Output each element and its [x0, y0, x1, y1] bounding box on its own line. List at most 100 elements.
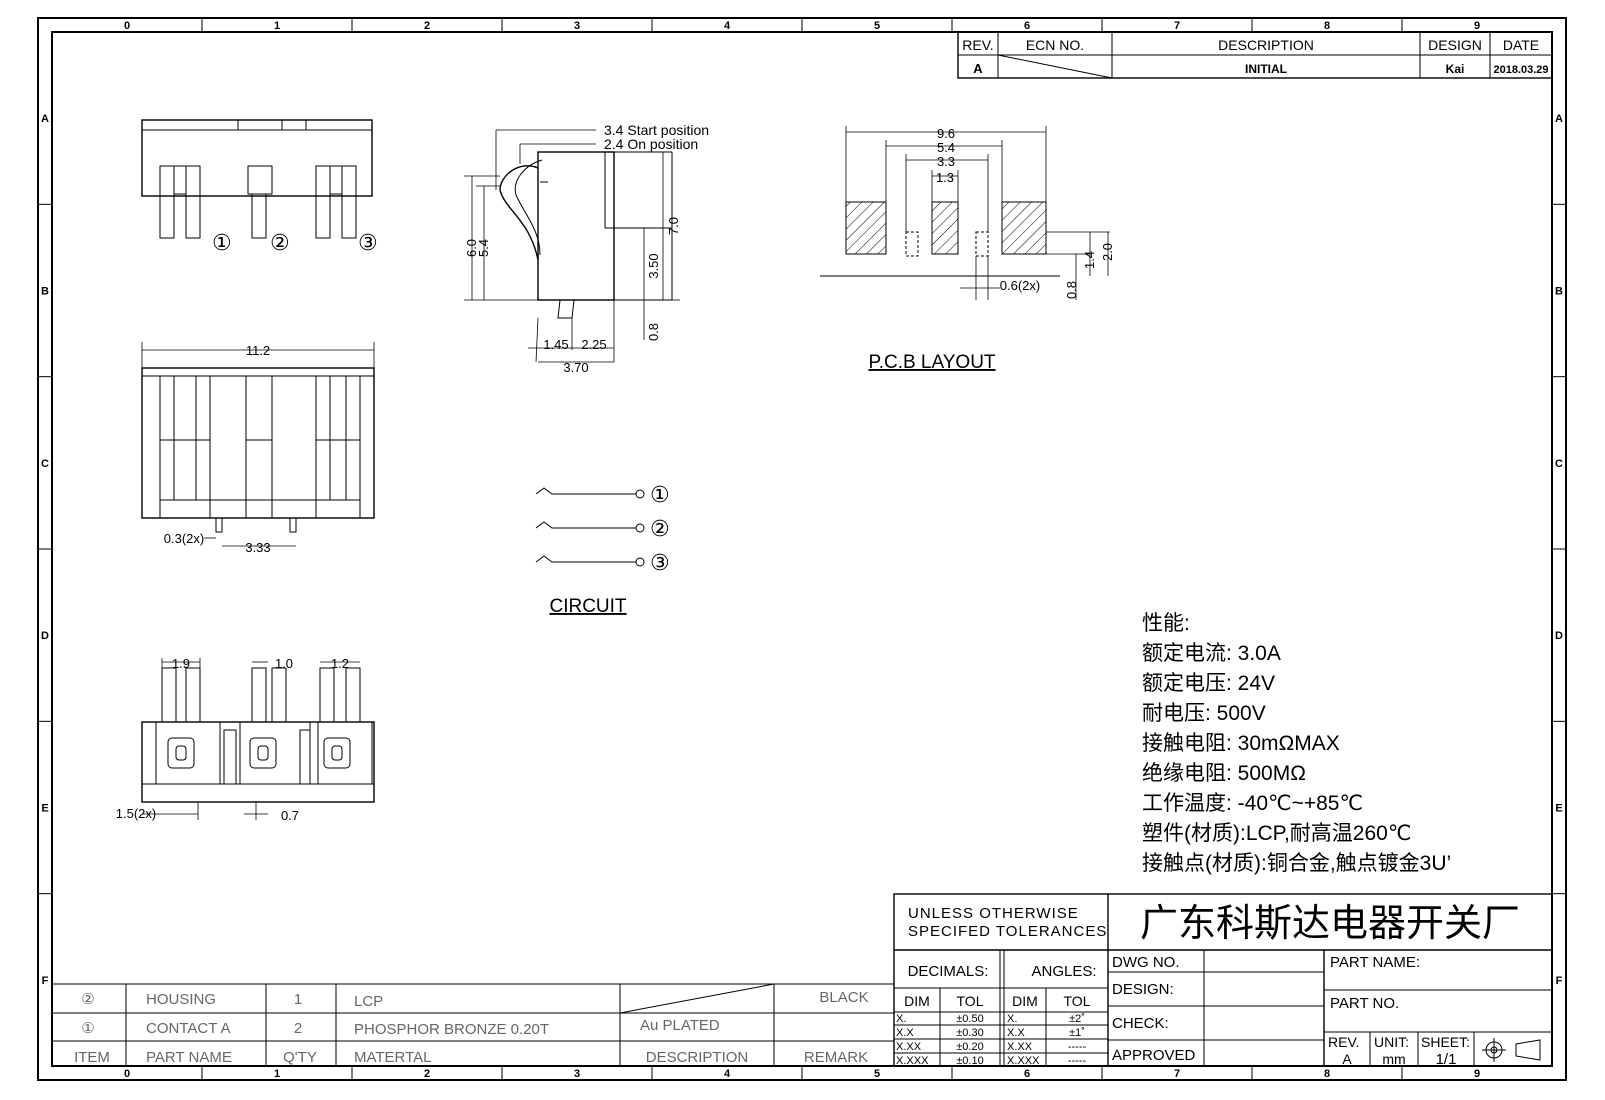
pcb-dim-3-3: 3.3	[937, 154, 955, 169]
bottom-dim-0-7: 0.7	[281, 808, 299, 823]
grid-col-label-top: 4	[724, 20, 731, 32]
design-value: Kai	[1446, 62, 1465, 76]
pcb-dim-0-8: 0.8	[1064, 281, 1079, 299]
bottom-dim-1-0: 1.0	[275, 656, 293, 671]
pcb-dim-5-4: 5.4	[937, 140, 955, 155]
dim-1-45: 1.45	[543, 337, 568, 352]
grid-col-label-bottom: 8	[1324, 1068, 1330, 1080]
top-dim-11-2: 11.2	[246, 343, 270, 358]
bom-row-1-material: LCP	[354, 993, 383, 1010]
grid-col-label-top: 9	[1474, 20, 1480, 32]
tol-header-right: TOL	[1064, 993, 1091, 1009]
pin-circle-2: ②	[270, 230, 290, 255]
top-view: 11.2 0.3(2x) 3.33	[141, 342, 375, 555]
circuit-pin-1: ①	[650, 482, 670, 507]
angle-dim: X.XX	[1007, 1041, 1033, 1053]
design-header: DESIGN	[1428, 37, 1482, 53]
grid-col-label-bottom: 3	[574, 1068, 580, 1080]
tolerance-title-line-2: SPECIFED TOLERANCES	[908, 923, 1107, 940]
date-header: DATE	[1503, 37, 1539, 53]
grid-row-label-left: A	[41, 113, 49, 125]
unit-label: UNIT:	[1374, 1034, 1409, 1050]
grid-col-label-bottom: 4	[724, 1068, 731, 1080]
dim-6-0: 6.0	[464, 239, 479, 257]
grid-row-label-left: B	[41, 286, 49, 298]
grid-col-label-top: 7	[1174, 20, 1180, 32]
bom-row-1-remark: BLACK	[819, 989, 868, 1006]
pin-circle-1: ①	[212, 230, 232, 255]
side-view: ① ② ③	[141, 119, 378, 255]
bom-row-2-item: ①	[81, 1020, 94, 1037]
angle-dim: X.	[1007, 1013, 1017, 1025]
description-value: INITIAL	[1245, 62, 1287, 76]
grid-row-label-right: A	[1555, 113, 1563, 125]
grid-col-label-bottom: 2	[424, 1068, 430, 1080]
pcb-dim-9-6: 9.6	[937, 126, 955, 141]
grid-col-label-top: 6	[1024, 20, 1030, 32]
pin-circle-3: ③	[358, 230, 378, 255]
unit-value: mm	[1382, 1051, 1405, 1067]
dim-3-50: 3.50	[646, 253, 661, 278]
bottom-dim-1-2: 1.2	[331, 656, 349, 671]
dim-header-left: DIM	[904, 993, 930, 1009]
bom-table: ② HOUSING 1 LCP BLACK ① CONTACT A 2 PHOS…	[52, 983, 894, 1066]
bom-header-remark: REMARK	[804, 1049, 868, 1066]
angles-label: ANGLES:	[1031, 963, 1096, 980]
angle-tol: ±1˚	[1069, 1027, 1085, 1039]
bom-header-description: DESCRIPTION	[646, 1049, 749, 1066]
decimal-dim: X.X	[896, 1027, 914, 1039]
grid-col-label-bottom: 7	[1174, 1068, 1180, 1080]
grid-row-label-right: C	[1555, 458, 1563, 470]
decimal-dim: X.XX	[896, 1041, 922, 1053]
pcb-layout-title: P.C.B LAYOUT	[868, 352, 995, 373]
grid-row-label-left: D	[41, 630, 49, 642]
bom-header-name: PART NAME	[146, 1049, 232, 1066]
callout-on-position: 2.4 On position	[604, 136, 698, 152]
dim-0-8: 0.8	[646, 323, 661, 341]
spec-line: 性能:	[1142, 612, 1190, 635]
bom-header-qty: Q'TY	[283, 1049, 317, 1066]
grid-col-label-top: 2	[424, 20, 430, 32]
rev-value-title: A	[1342, 1051, 1352, 1067]
title-block: UNLESS OTHERWISE SPECIFED TOLERANCES 广东科…	[893, 893, 1553, 1068]
decimal-tol: ±0.10	[956, 1055, 983, 1067]
circuit-title: CIRCUIT	[549, 596, 626, 617]
grid-row-label-left: C	[41, 458, 49, 470]
sheet-value: 1/1	[1436, 1051, 1457, 1068]
angle-tol: -----	[1068, 1055, 1087, 1067]
check-label: CHECK:	[1112, 1015, 1169, 1032]
rev-header: REV.	[962, 37, 993, 53]
grid-col-label-top: 0	[124, 20, 130, 32]
dim-header-right: DIM	[1012, 993, 1038, 1009]
bom-row-2-material: PHOSPHOR BRONZE 0.20T	[354, 1021, 549, 1038]
ecn-header: ECN NO.	[1026, 37, 1084, 53]
circuit-pin-3: ③	[650, 550, 670, 575]
dwg-no-label: DWG NO.	[1112, 954, 1180, 971]
bom-header-material: MATERTAL	[354, 1049, 432, 1066]
bom-row-1-name: HOUSING	[146, 991, 216, 1008]
pcb-layout: 9.6 5.4 3.3 1.3 0.6(2x) 1.4 2.0 0.8 P.C.…	[820, 126, 1115, 373]
decimal-tol: ±0.30	[956, 1027, 983, 1039]
bom-row-2-name: CONTACT A	[146, 1020, 230, 1037]
revision-block: REV. ECN NO. DESCRIPTION DESIGN DATE A I…	[957, 31, 1553, 79]
spec-line: 耐电压: 500V	[1142, 702, 1266, 725]
bottom-dim-1-9: 1.9	[172, 656, 190, 671]
rev-label: REV.	[1328, 1034, 1359, 1050]
side-section-view: 3.4 Start position 2.4 On position 6.0 5…	[464, 122, 709, 375]
bottom-dim-1-5: 1.5(2x)	[116, 806, 156, 821]
spec-line: 额定电压: 24V	[1142, 672, 1275, 695]
grid-row-label-left: E	[41, 803, 48, 815]
grid-col-label-top: 1	[274, 20, 280, 32]
approved-label: APPROVED	[1112, 1047, 1196, 1064]
grid-col-label-top: 3	[574, 20, 580, 32]
description-header: DESCRIPTION	[1218, 37, 1314, 53]
grid-row-label-right: E	[1555, 803, 1562, 815]
grid-col-label-bottom: 6	[1024, 1068, 1030, 1080]
pcb-dim-1-3: 1.3	[936, 170, 954, 185]
projection-symbol-icon	[1482, 1038, 1541, 1062]
bom-row-2-description: Au PLATED	[640, 1017, 720, 1034]
bom-row-1-item: ②	[81, 991, 94, 1008]
grid-row-label-left: F	[42, 975, 49, 987]
